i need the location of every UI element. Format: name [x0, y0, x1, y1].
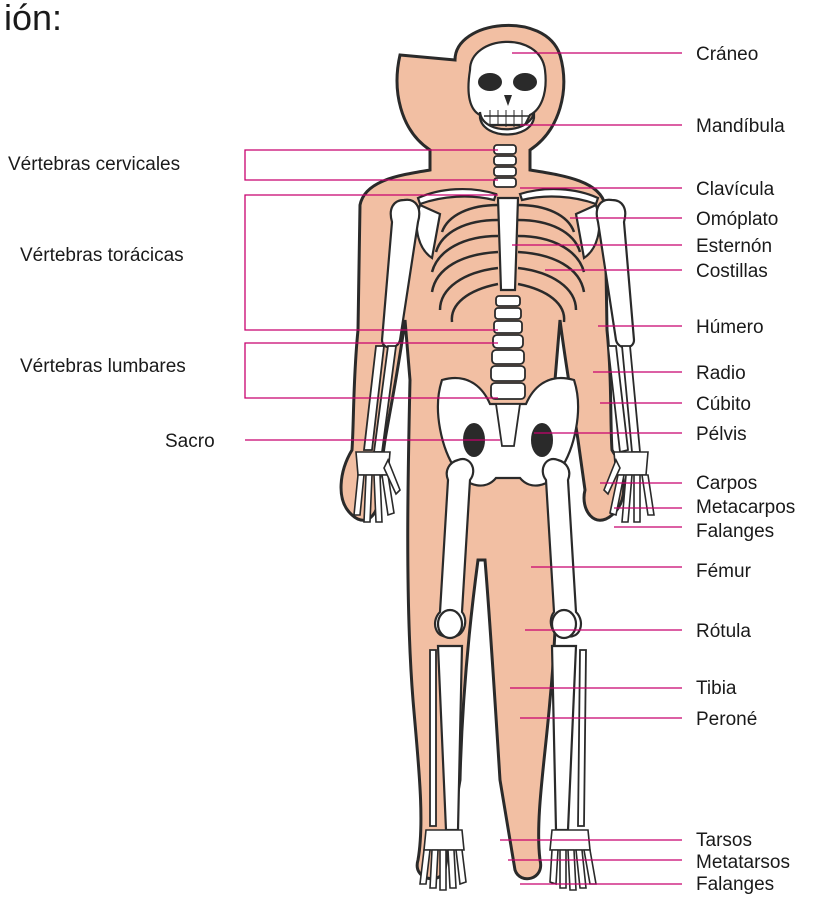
tibia-right: [552, 646, 576, 830]
label-text: Costillas: [696, 261, 768, 282]
label-text: Cráneo: [696, 44, 758, 65]
label-text: Rótula: [696, 621, 751, 642]
label-text: Fémur: [696, 561, 752, 582]
label-falanges-hand: Falanges: [614, 521, 774, 542]
label-text: Omóplato: [696, 209, 778, 230]
hand-left: [354, 452, 400, 522]
label-text: Vértebras cervicales: [8, 154, 180, 175]
foot-left: [420, 830, 466, 890]
sternum: [498, 198, 518, 290]
label-text: Pélvis: [696, 424, 747, 445]
label-text: Falanges: [696, 521, 774, 542]
spine: [491, 296, 525, 399]
fibula-left: [430, 650, 436, 826]
label-text: Esternón: [696, 236, 772, 257]
label-text: Húmero: [696, 317, 764, 338]
label-text: Clavícula: [696, 179, 775, 200]
label-text: Metatarsos: [696, 852, 790, 873]
label-text: Vértebras lumbares: [20, 356, 186, 377]
label-text: Vértebras torácicas: [20, 245, 184, 266]
label-text: Radio: [696, 363, 746, 384]
label-text: Falanges: [696, 874, 774, 895]
patella-left: [438, 610, 462, 638]
label-text: Mandíbula: [696, 116, 785, 137]
label-falanges-foot: Falanges: [520, 874, 774, 895]
fibula-right: [578, 650, 586, 826]
label-text: Sacro: [165, 431, 215, 452]
label-text: Peroné: [696, 709, 757, 730]
patella-right: [552, 610, 576, 638]
label-text: Carpos: [696, 473, 757, 494]
label-metacarpos: Metacarpos: [614, 497, 795, 518]
label-mandibula: Mandíbula: [520, 116, 785, 137]
label-text: Cúbito: [696, 394, 751, 415]
label-text: Metacarpos: [696, 497, 795, 518]
heading-text: ión:: [4, 0, 62, 38]
label-text: Tibia: [696, 678, 737, 699]
label-text: Tarsos: [696, 830, 752, 851]
